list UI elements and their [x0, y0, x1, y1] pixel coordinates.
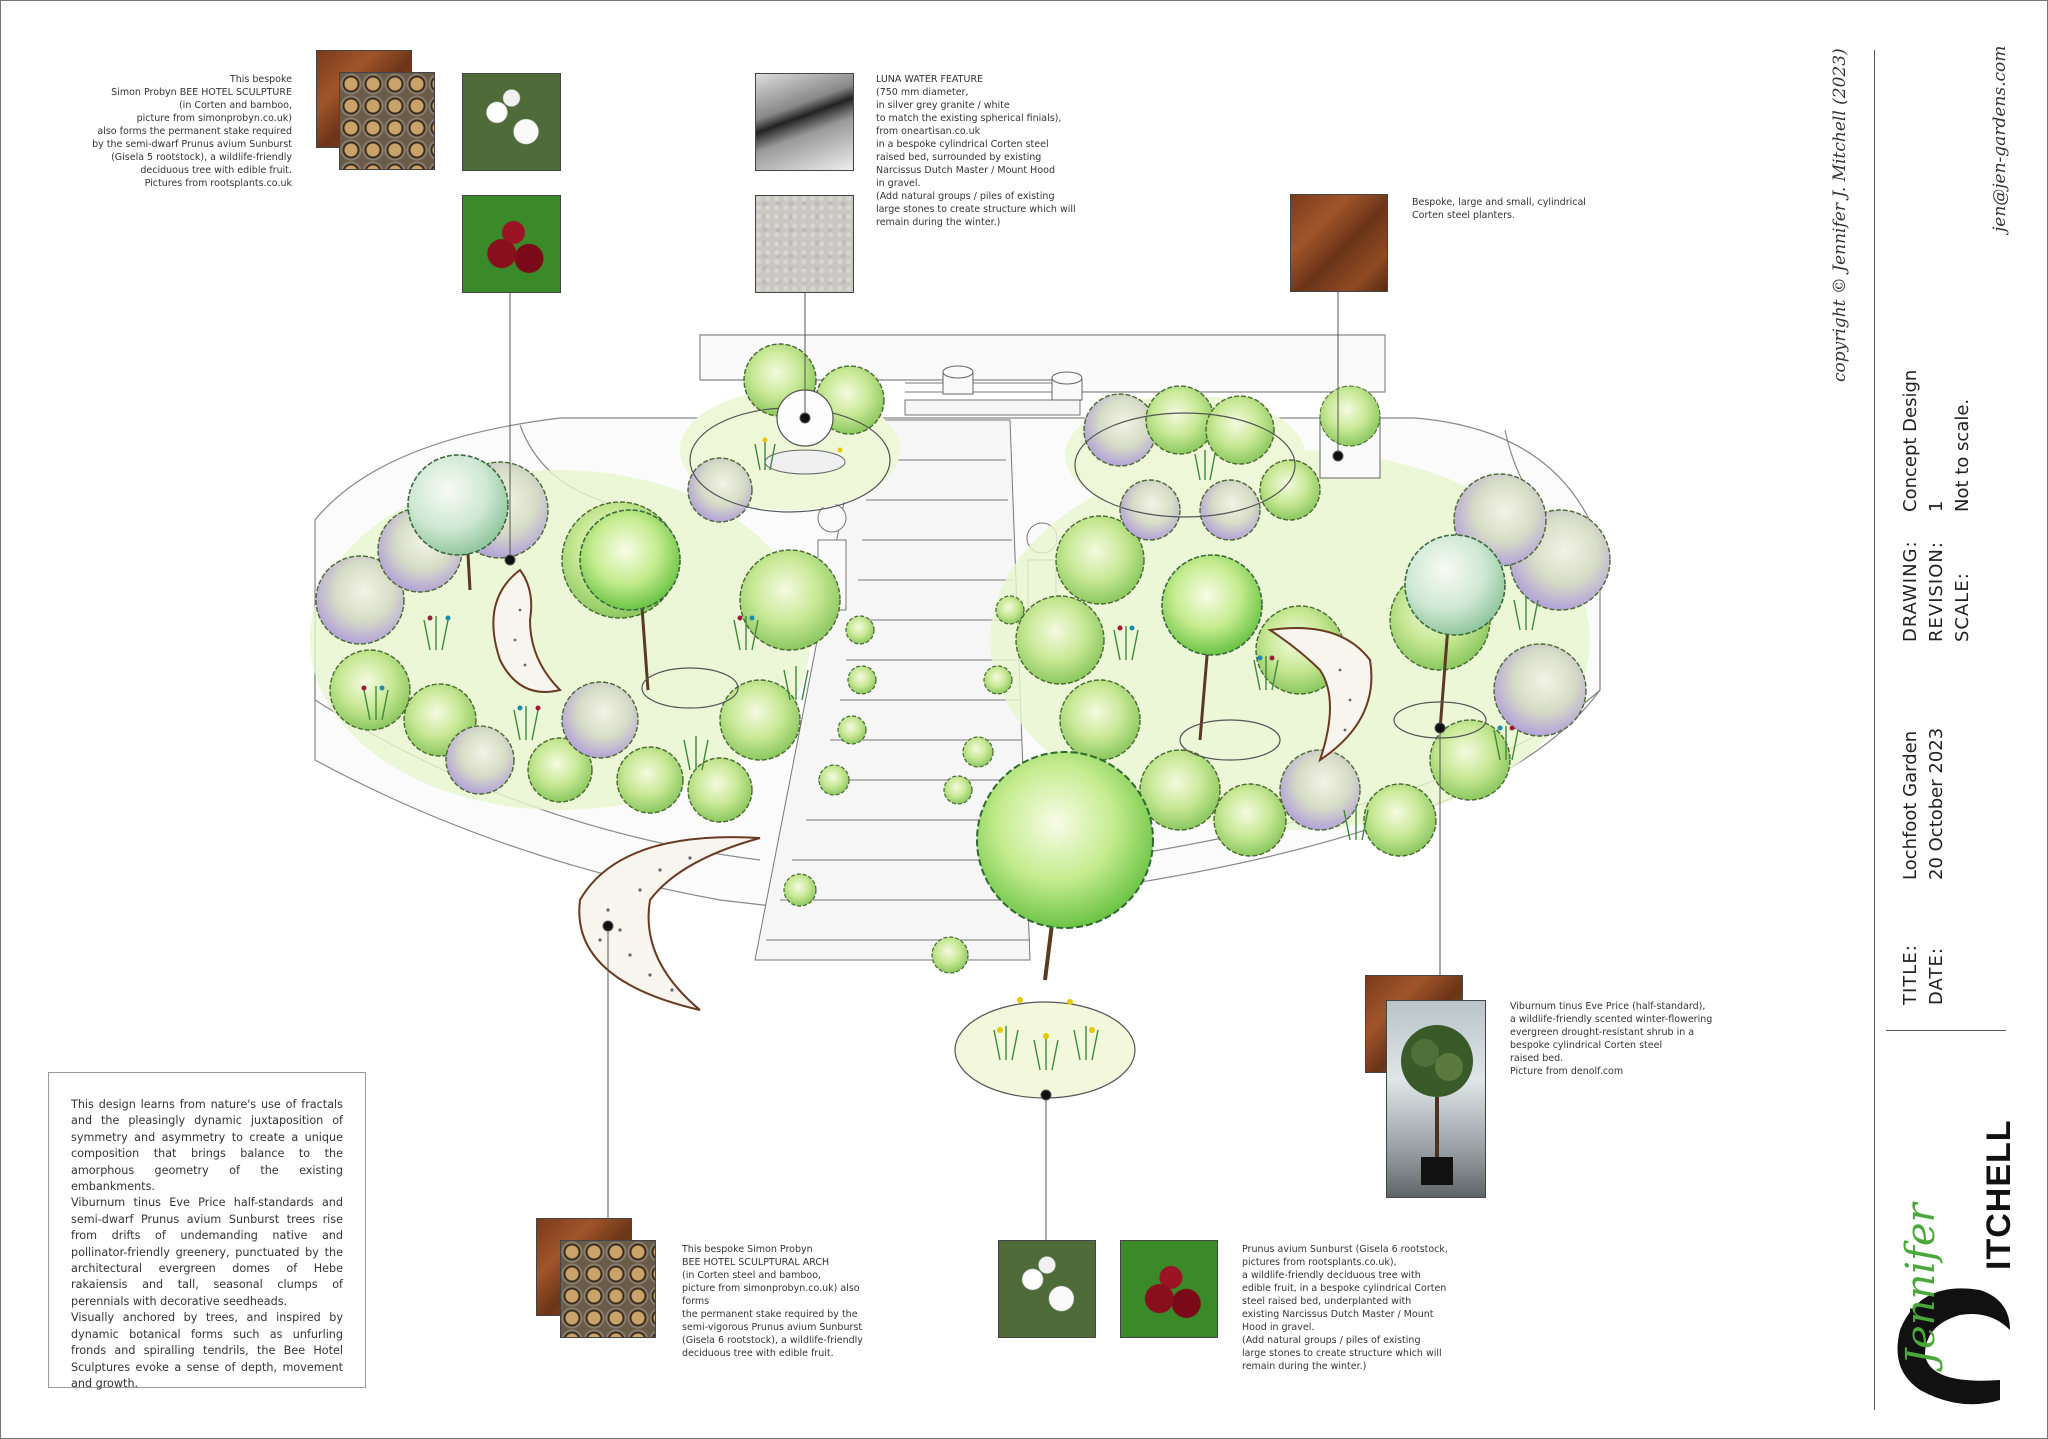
scale-label: SCALE:: [1952, 572, 1973, 642]
central-steps: [754, 382, 1081, 961]
blossom-photo-top: [462, 73, 561, 171]
viburnum-photo: [1386, 1000, 1486, 1198]
title-block-rule: [1886, 1030, 2006, 1031]
water-feature-photo: [755, 73, 854, 171]
arch-dots: [513, 608, 1352, 992]
logo-script: Jennifer: [1898, 1203, 1944, 1365]
note-bee-hotel-arch: This bespoke Simon Probyn BEE HOTEL SCUL…: [682, 1244, 863, 1359]
description-p3: Visually anchored by trees, and inspired…: [71, 1311, 343, 1390]
raised-beds: [641, 407, 1487, 1099]
logo-m-mark-icon: [1897, 1288, 2010, 1405]
note-bee-hotel-sculpture: This bespoke Simon Probyn BEE HOTEL SCUL…: [92, 74, 292, 189]
title-value: Lochfoot Garden: [1900, 730, 1921, 880]
design-description: This design learns from nature's use of …: [48, 1072, 366, 1390]
revision-label: REVISION:: [1926, 541, 1947, 642]
perennial-clumps: [363, 440, 1539, 1071]
note-luna-water-feature: LUNA WATER FEATURE (750 mm diameter, in …: [876, 74, 1076, 228]
date-label: DATE:: [1926, 947, 1947, 1005]
bee-hotel-photo-top: [339, 72, 435, 170]
note-prunus: Prunus avium Sunburst (Gisela 6 rootstoc…: [1242, 1244, 1448, 1372]
seedheads: [361, 437, 1515, 1039]
logo-word: ITCHELL: [1980, 1119, 2018, 1270]
granite-swatch: [755, 195, 854, 293]
viburnum-tree-icon: [1401, 1025, 1473, 1185]
date-value: 20 October 2023: [1926, 727, 1947, 880]
step-domes: [783, 595, 1025, 974]
trees: [407, 454, 1506, 981]
description-p2: Viburnum tinus Eve Price half-standards …: [71, 1196, 343, 1308]
revision-value: 1: [1926, 500, 1947, 512]
bee-hotel-arches: [492, 568, 1373, 1011]
scale-value: Not to scale.: [1952, 398, 1973, 512]
blossom-photo-bottom: [998, 1240, 1096, 1338]
drawing-label: DRAWING:: [1900, 540, 1921, 642]
cherry-photo-bottom: [1120, 1240, 1218, 1338]
bee-hotel-photo-bottom: [560, 1240, 656, 1338]
note-viburnum: Viburnum tinus Eve Price (half-standard)…: [1510, 1001, 1713, 1077]
back-planters: [942, 365, 1381, 479]
copyright-text: copyright © Jennifer J. Mitchell (2023): [1830, 48, 1850, 382]
jennifer-mitchell-logo: Jennifer ITCHELL: [1880, 1060, 2030, 1420]
note-corten-planters: Bespoke, large and small, cylindrical Co…: [1412, 197, 1586, 221]
cherry-photo-top: [462, 195, 561, 293]
title-block-divider: [1874, 50, 1875, 1410]
description-p1: This design learns from nature's use of …: [71, 1098, 343, 1194]
title-label: TITLE:: [1900, 944, 1921, 1005]
drawing-value: Concept Design: [1900, 369, 1921, 512]
corten-planter-swatch: [1290, 194, 1388, 292]
contact-email: jen@jen-gardens.com: [1990, 45, 2010, 232]
